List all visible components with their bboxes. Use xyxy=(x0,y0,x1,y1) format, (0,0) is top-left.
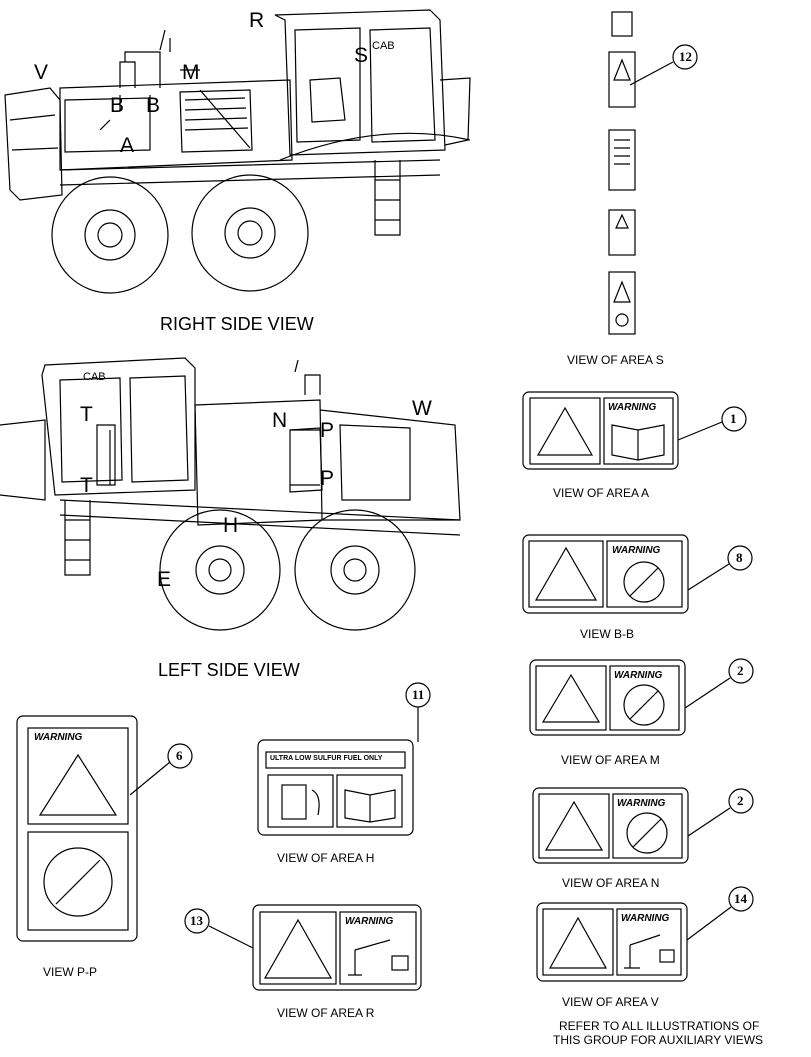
view-pp-caption: VIEW P-P xyxy=(43,965,98,979)
view-area-h-caption: VIEW OF AREA H xyxy=(277,851,375,865)
area-label-m: M xyxy=(182,61,200,84)
warning-text-area-r: WARNING xyxy=(345,916,394,927)
area-label-t1: T xyxy=(80,403,93,426)
area-label-b2: B xyxy=(146,94,161,117)
area-label-r: R xyxy=(249,9,265,32)
area-label-e: E xyxy=(157,568,172,591)
area-s-decals xyxy=(608,11,636,335)
view-area-a-caption: VIEW OF AREA A xyxy=(553,486,650,500)
callout-8: 8 xyxy=(736,550,743,565)
warning-text-bb: WARNING xyxy=(612,545,661,556)
cab-label-left: CAB xyxy=(83,371,106,383)
callout-14: 14 xyxy=(734,891,747,906)
area-label-t2: T xyxy=(80,474,93,497)
view-area-s-caption: VIEW OF AREA S xyxy=(567,353,664,367)
warning-text-area-v: WARNING xyxy=(621,913,670,924)
callout-2-m: 2 xyxy=(737,663,744,678)
warning-text-pp: WARNING xyxy=(34,732,83,743)
right-side-machine-drawing xyxy=(4,9,471,294)
callout-6: 6 xyxy=(176,748,183,763)
area-label-w: W xyxy=(412,397,432,420)
fuel-decal-text: ULTRA LOW SULFUR FUEL ONLY xyxy=(270,755,383,762)
auxiliary-note-line2: THIS GROUP FOR AUXILIARY VIEWS xyxy=(553,1033,764,1047)
callout-2-n: 2 xyxy=(737,793,744,808)
area-h-decal-frame xyxy=(257,739,414,836)
view-pp-decal-frame xyxy=(16,715,138,942)
left-side-machine-drawing xyxy=(0,357,461,631)
warning-text-area-n: WARNING xyxy=(617,798,666,809)
callout-11: 11 xyxy=(412,687,425,702)
callout-13: 13 xyxy=(190,913,203,928)
area-label-n: N xyxy=(272,409,288,432)
warning-text-area-m: WARNING xyxy=(614,670,663,681)
area-r-decal-frame xyxy=(252,904,422,991)
area-label-p2: P xyxy=(320,467,335,490)
right-side-view-caption: RIGHT SIDE VIEW xyxy=(160,314,314,334)
area-label-p1: P xyxy=(320,419,335,442)
cab-label-right: CAB xyxy=(372,40,395,52)
area-a-decal-frame xyxy=(522,391,679,470)
area-label-h: H xyxy=(223,514,239,537)
warning-text-area-a: WARNING xyxy=(608,402,657,413)
view-area-v-caption: VIEW OF AREA V xyxy=(562,995,659,1009)
area-label-b1: B xyxy=(110,94,125,117)
auxiliary-note-line1: REFER TO ALL ILLUSTRATIONS OF xyxy=(559,1019,760,1033)
left-side-view-caption: LEFT SIDE VIEW xyxy=(158,660,300,680)
area-label-s: S xyxy=(354,44,369,67)
callout-leaders xyxy=(129,44,754,949)
area-v-decal-frame xyxy=(536,902,688,982)
view-area-n-caption: VIEW OF AREA N xyxy=(562,876,660,890)
view-area-m-caption: VIEW OF AREA M xyxy=(561,753,660,767)
view-bb-decal-frame xyxy=(522,534,689,614)
area-label-a: A xyxy=(120,134,135,157)
area-label-v: V xyxy=(34,61,49,84)
view-bb-caption: VIEW B-B xyxy=(580,627,635,641)
callout-1: 1 xyxy=(730,411,737,426)
callout-12: 12 xyxy=(679,49,692,64)
view-area-r-caption: VIEW OF AREA R xyxy=(277,1006,375,1020)
area-n-decal-frame xyxy=(532,787,689,864)
area-m-decal-frame xyxy=(529,659,686,736)
